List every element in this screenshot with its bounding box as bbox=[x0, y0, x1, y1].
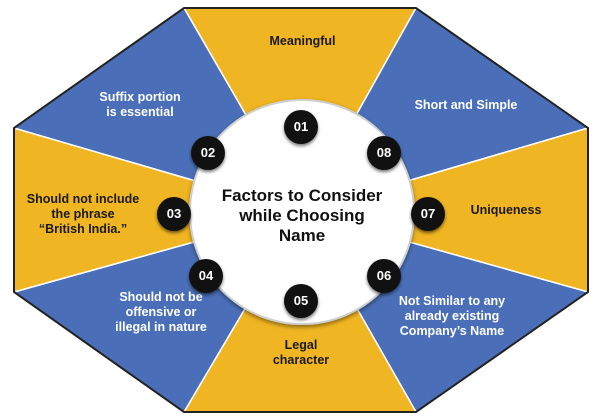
segment-label-06: Not Similar to any already existing Comp… bbox=[398, 294, 506, 338]
badge-01: 01 bbox=[284, 110, 318, 144]
segment-label-08: Short and Simple bbox=[414, 98, 518, 112]
segment-label-07: Uniqueness bbox=[470, 203, 542, 217]
center-title: Factors to Consider while Choosing Name bbox=[204, 186, 400, 246]
segment-label-05: Legal character bbox=[272, 338, 330, 367]
segment-label-03: Should not include the phrase “British I… bbox=[26, 192, 140, 236]
center-title-line-1: Factors to Consider bbox=[221, 186, 383, 205]
badge-08: 08 bbox=[367, 136, 401, 170]
badge-02: 02 bbox=[191, 136, 225, 170]
badge-04: 04 bbox=[189, 259, 223, 293]
badge-06: 06 bbox=[367, 259, 401, 293]
center-title-line-3: Name bbox=[278, 226, 326, 245]
segment-label-02: Suffix portion is essential bbox=[99, 90, 181, 119]
segment-label-04: Should not be offensive or illegal in na… bbox=[115, 290, 207, 334]
octagon-border bbox=[13, 7, 589, 413]
badge-03: 03 bbox=[157, 197, 191, 231]
center-title-line-2: while Choosing bbox=[239, 206, 365, 225]
badge-07: 07 bbox=[411, 197, 445, 231]
badge-05: 05 bbox=[284, 284, 318, 318]
segment-label-01: Meaningful bbox=[269, 34, 336, 48]
